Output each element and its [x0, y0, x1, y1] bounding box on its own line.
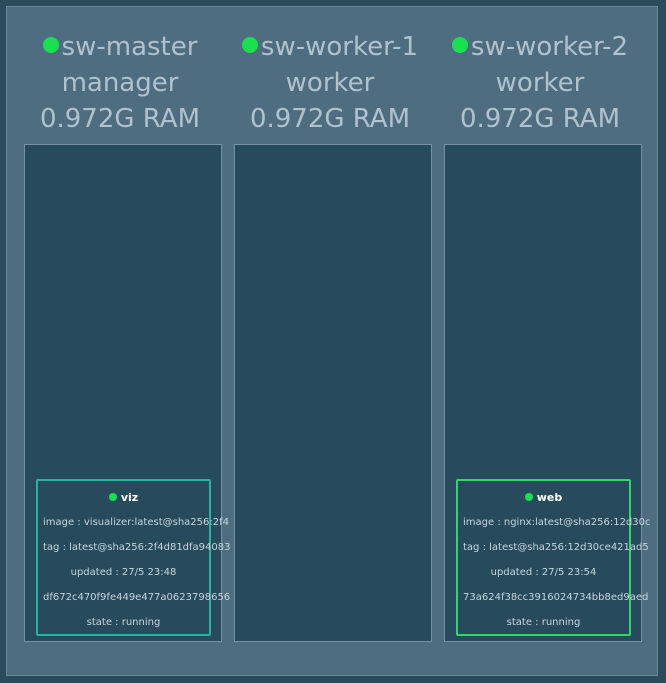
- status-dot-icon: [241, 37, 258, 53]
- container-title: viz: [38, 491, 209, 505]
- container-name: web: [536, 491, 563, 504]
- container-id: df672c470f9fe449e477a0623798656: [43, 592, 231, 603]
- container-tag: tag : latest@sha256:2f4d81dfa94083: [43, 542, 231, 553]
- status-dot-icon: [524, 493, 533, 501]
- node-lane: [234, 144, 432, 642]
- container-id: 73a624f38cc3916024734bb8ed9aed: [463, 592, 649, 603]
- node-ram: 0.972G RAM: [39, 104, 201, 134]
- node-sw-master: sw-master manager 0.972G RAM viz image :…: [7, 7, 231, 647]
- container-card-viz[interactable]: viz image : visualizer:latest@sha256:2f4…: [36, 479, 231, 636]
- node-name-row: sw-worker-1: [230, 29, 430, 65]
- container-name: viz: [120, 491, 139, 504]
- node-ram: 0.972G RAM: [459, 104, 621, 134]
- container-updated: updated : 27/5 23:54: [490, 567, 597, 578]
- node-lane: viz image : visualizer:latest@sha256:2f4…: [24, 144, 231, 642]
- node-header: sw-worker-1 worker 0.972G RAM: [230, 29, 430, 137]
- container-state: state : running: [86, 617, 161, 628]
- node-role: worker: [285, 68, 375, 98]
- swarm-visualizer: sw-master manager 0.972G RAM viz image :…: [6, 6, 658, 676]
- container-state: state : running: [506, 617, 581, 628]
- container-title: web: [458, 491, 629, 505]
- node-lane: web image : nginx:latest@sha256:12d30c t…: [444, 144, 651, 642]
- node-name: sw-worker-2: [470, 32, 629, 62]
- node-name: sw-master: [61, 32, 198, 62]
- node-header: sw-master manager 0.972G RAM: [20, 29, 220, 137]
- status-dot-icon: [42, 37, 59, 53]
- status-dot-icon: [451, 37, 468, 53]
- node-role: manager: [61, 68, 179, 98]
- container-updated: updated : 27/5 23:48: [70, 567, 177, 578]
- node-name-row: sw-master: [20, 29, 220, 65]
- container-tag: tag : latest@sha256:12d30ce421ad5: [463, 542, 649, 553]
- container-card-web[interactable]: web image : nginx:latest@sha256:12d30c t…: [456, 479, 651, 636]
- node-header: sw-worker-2 worker 0.972G RAM: [440, 29, 640, 137]
- container-image: image : visualizer:latest@sha256:2f4: [43, 517, 229, 528]
- node-sw-worker-1: sw-worker-1 worker 0.972G RAM: [217, 7, 432, 647]
- status-dot-icon: [108, 493, 117, 501]
- node-name-row: sw-worker-2: [440, 29, 640, 65]
- node-role: worker: [495, 68, 585, 98]
- node-ram: 0.972G RAM: [249, 104, 411, 134]
- node-name: sw-worker-1: [260, 32, 419, 62]
- node-sw-worker-2: sw-worker-2 worker 0.972G RAM web image …: [427, 7, 651, 647]
- container-image: image : nginx:latest@sha256:12d30c: [463, 517, 651, 528]
